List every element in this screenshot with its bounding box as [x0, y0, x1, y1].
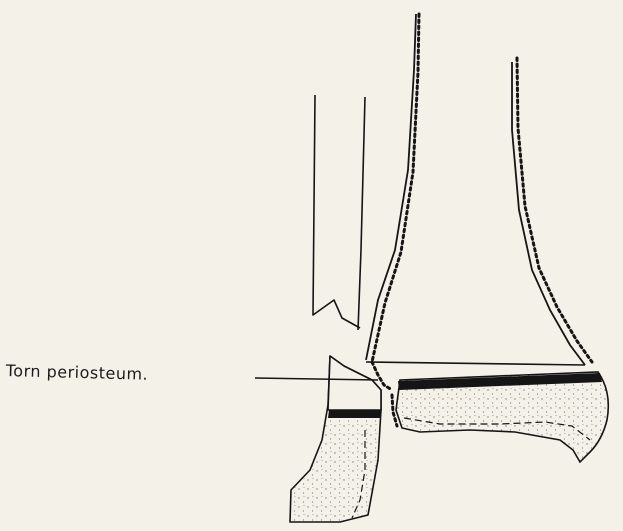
- fibula-shaft: [313, 95, 365, 330]
- tibia-shaft: [366, 14, 592, 390]
- fibula-fragment: [290, 356, 381, 522]
- torn-periosteum-label: Torn periosteum.: [6, 361, 149, 384]
- tibia-epiphysis: [392, 372, 608, 462]
